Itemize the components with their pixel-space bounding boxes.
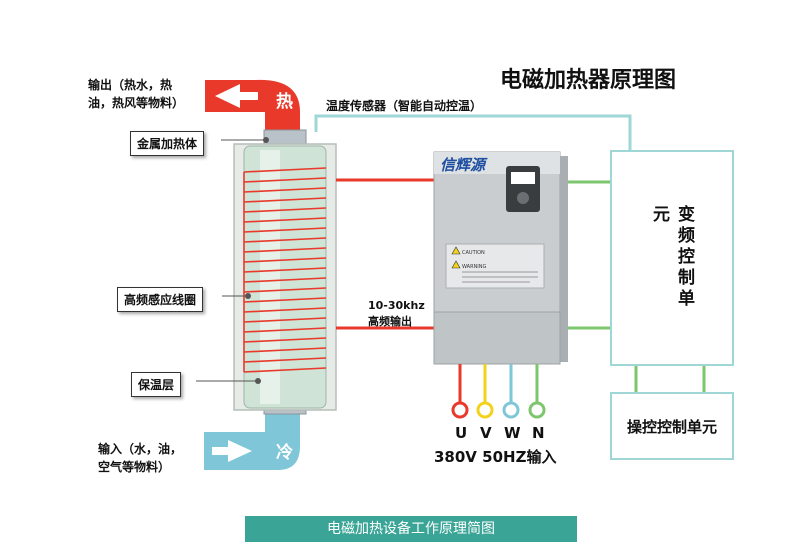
hf-output-text: 高频输出 [368, 315, 412, 328]
hf-output-label: 10-30khz 高频输出 [368, 298, 425, 330]
terminal-n-ring [528, 401, 546, 419]
callout-metal-body: 金属加热体 [130, 131, 205, 156]
device-display [511, 172, 535, 184]
hf-output-freq: 10-30khz [368, 299, 425, 312]
callout-insulation: 保温层 [131, 372, 182, 397]
metal-body-dot [263, 137, 269, 143]
input-label-line1: 输入（水，油， [98, 442, 183, 456]
device-plate-warning: WARNING [462, 264, 487, 270]
terminal-v-ring [476, 401, 494, 419]
terminal-v: V [480, 424, 492, 442]
input-arrow-icon [212, 440, 252, 462]
inverter-control-unit: 变频控制单元 [610, 150, 734, 366]
device-brand: 信辉源 [440, 156, 486, 174]
operation-control-unit: 操控控制单元 [610, 392, 734, 460]
diagram-title: 电磁加热器原理图 [500, 68, 677, 93]
terminal-w-ring [502, 401, 520, 419]
sensor-label: 温度传感器（智能自动控温） [326, 99, 483, 113]
coil-dot [245, 293, 251, 299]
cold-label: 冷 [276, 443, 293, 463]
power-input-label: 380V 50HZ输入 [434, 448, 557, 466]
operation-control-unit-label: 操控控制单元 [626, 417, 717, 436]
induction-coil [243, 167, 327, 373]
output-label: 输出（热水，热 油，热风等物料） [88, 76, 184, 112]
input-label-line2: 空气等物料） [98, 460, 171, 474]
input-label: 输入（水，油， 空气等物料） [98, 440, 182, 476]
caution-icon [451, 246, 461, 255]
device-plate-caution: CAUTION [462, 250, 485, 256]
insulation-dot [255, 378, 261, 384]
terminal-u: U [455, 424, 468, 442]
device-plate-text: CAUTION WARNING [462, 246, 486, 274]
output-label-line2: 油，热风等物料） [88, 96, 185, 110]
sensor-line [314, 114, 632, 152]
terminal-w: W [504, 424, 521, 442]
inverter-device [433, 151, 568, 365]
metal-body-highlight [260, 150, 280, 404]
hot-label: 热 [276, 92, 293, 112]
caption-bar: 电磁加热设备工作原理简图 [245, 516, 577, 542]
hot-pipe-elbow [255, 79, 300, 134]
terminal-u-ring [451, 401, 469, 419]
callout-coil: 高频感应线圈 [117, 287, 204, 312]
output-label-line1: 输出（热水，热 [88, 78, 173, 92]
terminal-n: N [532, 424, 545, 442]
warning-icon [451, 260, 461, 269]
inverter-control-unit-label: 变频控制单元 [649, 205, 694, 310]
output-arrow-icon [215, 84, 258, 108]
device-warning-plate [445, 243, 545, 289]
